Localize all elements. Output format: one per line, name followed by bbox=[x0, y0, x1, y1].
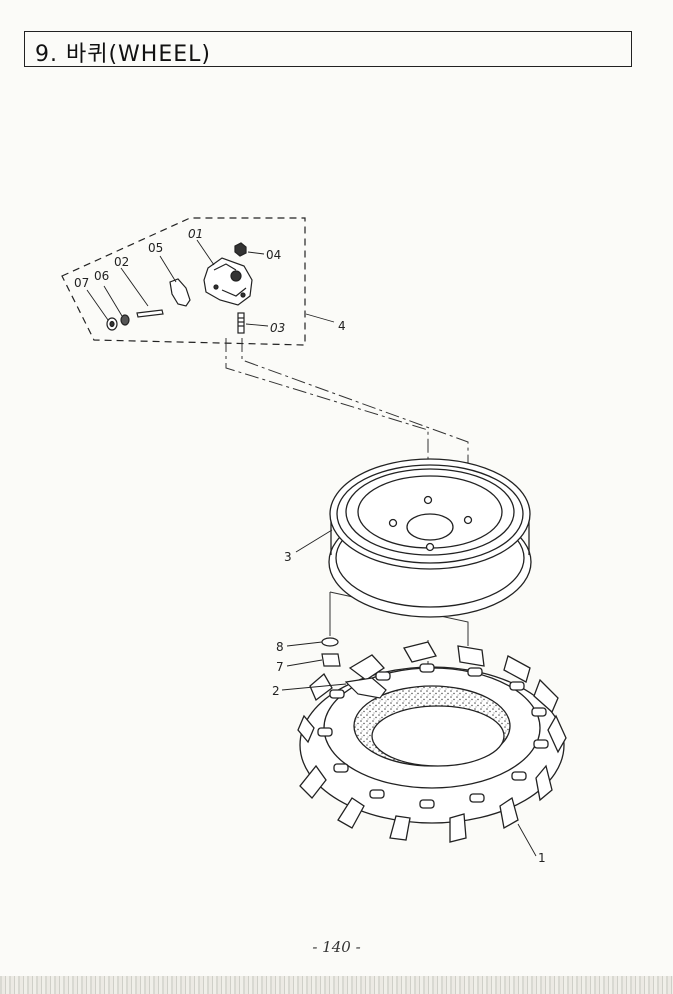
wheel-rim bbox=[328, 458, 532, 618]
rim-center-hole bbox=[406, 513, 454, 541]
hub-hole bbox=[230, 270, 242, 282]
callout-06: 06 bbox=[94, 269, 109, 283]
scan-edge-strip bbox=[0, 976, 673, 994]
pin-02 bbox=[136, 309, 164, 318]
washer-06 bbox=[120, 314, 130, 326]
callout-1: 1 bbox=[538, 851, 546, 865]
hub-assembly bbox=[106, 242, 253, 334]
callout-01: 01 bbox=[188, 227, 203, 241]
callout-04-small: 04 bbox=[266, 248, 281, 262]
callout-labels: 01 05 02 06 07 04 03 4 3 8 7 2 1 bbox=[74, 227, 546, 865]
hub-assembly-boundary bbox=[61, 217, 306, 346]
callout-4: 4 bbox=[338, 319, 346, 333]
collar-7 bbox=[321, 653, 341, 667]
fastener-parts bbox=[321, 637, 387, 699]
tire bbox=[297, 641, 567, 843]
callout-7: 7 bbox=[276, 660, 284, 674]
callout-05: 05 bbox=[148, 241, 163, 255]
clip-8 bbox=[321, 637, 339, 647]
callout-2: 2 bbox=[272, 684, 280, 698]
callout-3: 3 bbox=[284, 550, 292, 564]
lock-plate-05 bbox=[169, 278, 191, 307]
leader-lines bbox=[86, 239, 537, 857]
section-title: 9. 바퀴(WHEEL) bbox=[35, 42, 211, 67]
bolt-03 bbox=[237, 312, 245, 334]
page-number: - 140 - bbox=[312, 938, 361, 956]
callout-02: 02 bbox=[114, 255, 129, 269]
callout-8: 8 bbox=[276, 640, 284, 654]
nut-04 bbox=[234, 242, 247, 257]
section-title-box: 9. 바퀴(WHEEL) bbox=[24, 31, 632, 67]
wedge-2 bbox=[344, 677, 387, 699]
callout-07: 07 bbox=[74, 276, 89, 290]
callout-03-small: 03 bbox=[270, 321, 285, 335]
